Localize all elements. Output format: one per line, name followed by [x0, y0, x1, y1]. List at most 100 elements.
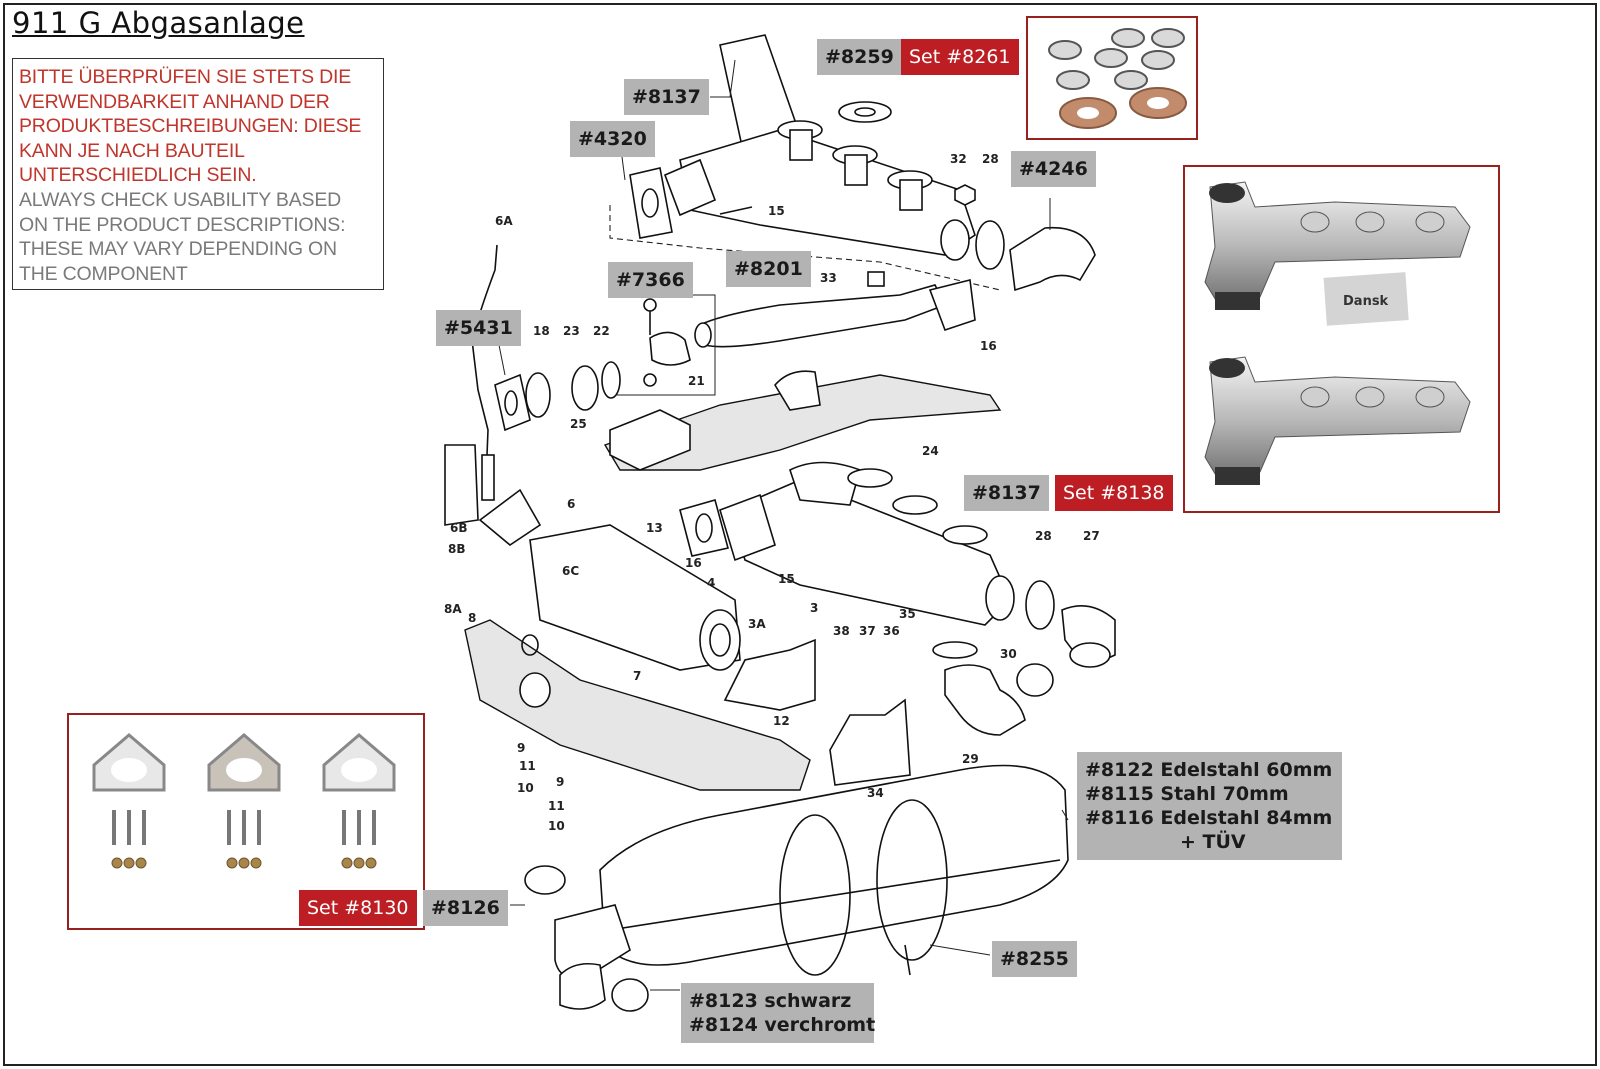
notice-en-line: THE COMPONENT [19, 262, 188, 285]
callout-set-8130[interactable]: Set #8130 [299, 890, 417, 926]
part-number: 38 [833, 624, 850, 638]
heat-exchanger-photos: Dansk [1204, 181, 1471, 485]
elbow-pipe-4246 [1009, 226, 1096, 292]
notice-de-line: UNTERSCHIEDLICH SEIN. [19, 164, 257, 187]
part-number: 16 [980, 339, 997, 353]
part-number: 9 [517, 741, 525, 755]
notice-en-line: THESE MAY VARY DEPENDING ON [19, 238, 337, 261]
part-number: 13 [646, 521, 663, 535]
callout-8137-mid[interactable]: #8137 [964, 475, 1049, 511]
part-number-labels: 6A 18 23 22 21 25 24 33 16 32 28 15 6 6C… [444, 152, 1100, 833]
notice-en-line: ON THE PRODUCT DESCRIPTIONS: [19, 213, 346, 236]
pre-silencer [529, 524, 741, 671]
part-number: 35 [899, 607, 916, 621]
part-number: 3 [810, 601, 818, 615]
callout-set-8138[interactable]: Set #8138 [1055, 475, 1173, 511]
clamp-28-lower [1025, 580, 1055, 630]
part-number: 8A [444, 602, 462, 616]
bracket-34 [829, 698, 911, 786]
lower-heat-shield-7 [464, 619, 811, 791]
muffler-option-line: #8116 Edelstahl 84mm [1085, 807, 1333, 829]
notice-en-line: ALWAYS CHECK USABILITY BASED [19, 188, 342, 211]
part-number: 6C [562, 564, 579, 578]
callout-8255[interactable]: #8255 [992, 941, 1077, 977]
part-number: 8 [468, 611, 476, 625]
callout-7366[interactable]: #7366 [608, 262, 693, 298]
gasket-8259 [838, 101, 892, 123]
notice-de-line: KANN JE NACH BAUTEIL [19, 139, 245, 162]
part-number: 29 [962, 752, 979, 766]
part-number: 6B [450, 521, 468, 535]
part-number: 15 [778, 572, 795, 586]
part-number: 33 [820, 271, 837, 285]
callout-muffler-options[interactable]: #8122 Edelstahl 60mm #8115 Stahl 70mm #8… [1077, 752, 1342, 860]
callout-5431[interactable]: #5431 [436, 310, 521, 346]
part-number: 30 [1000, 647, 1017, 661]
page-title: 911 G Abgasanlage [12, 6, 305, 40]
part-number: 18 [533, 324, 550, 338]
gasket-stack [494, 361, 621, 432]
callout-4320[interactable]: #4320 [570, 121, 655, 157]
part-number: 11 [519, 759, 536, 773]
muffler-strap-2 [876, 799, 948, 961]
crossover-pipe-8201 [699, 284, 947, 348]
part-number: 4 [707, 576, 715, 590]
brand-label: Dansk [1343, 294, 1389, 309]
part-number: 15 [768, 204, 785, 218]
part-number: 10 [517, 781, 534, 795]
clamp-28-top [975, 220, 1005, 270]
part-number: 6A [495, 214, 513, 228]
part-number: 23 [563, 324, 580, 338]
callout-8201[interactable]: #8201 [726, 251, 811, 287]
bracket-25 [609, 409, 691, 471]
heat-exchanger-photo-2 [1204, 356, 1471, 485]
callout-set-8261[interactable]: Set #8261 [901, 39, 1019, 75]
muffler-option-line: #8122 Edelstahl 60mm [1085, 759, 1333, 781]
callout-8126[interactable]: #8126 [423, 890, 508, 926]
gasket-set-illustration [1048, 28, 1187, 129]
tailpipe-option-line: #8123 schwarz [689, 990, 852, 1012]
part-number: 36 [883, 624, 900, 638]
tailpipe-option-line: #8124 verchromt [689, 1014, 876, 1036]
heat-exchanger-photo-1: Dansk [1204, 181, 1471, 326]
callout-8259[interactable]: #8259 [817, 39, 902, 75]
nut-32 [954, 184, 976, 206]
muffler-option-line: + TÜV [1180, 831, 1246, 853]
part-number: 21 [688, 374, 705, 388]
muffler-strap-1 [779, 814, 851, 976]
bolt-15-top [719, 206, 753, 215]
bracket-12 [723, 638, 816, 711]
part-number: 24 [922, 444, 939, 458]
part-number: 25 [570, 417, 587, 431]
heat-exchanger-set-8138-photo: Dansk [1183, 165, 1500, 513]
notice-de-line: BITTE ÜBERPRÜFEN SIE STETS DIE [19, 66, 352, 88]
part-number: 12 [773, 714, 790, 728]
heat-exchanger-lower [679, 461, 1015, 626]
callout-8137-top[interactable]: #8137 [624, 79, 709, 115]
part-number: 32 [950, 152, 967, 166]
callout-tailpipe-options[interactable]: #8123 schwarz #8124 verchromt [681, 983, 876, 1043]
part-number: 6 [567, 497, 575, 511]
muffler-option-line: #8115 Stahl 70mm [1085, 783, 1289, 805]
nut-33 [867, 271, 885, 287]
clamp-30 [932, 641, 978, 659]
part-number: 8B [448, 542, 466, 556]
flange-gasket-set-illustration [92, 733, 396, 869]
part-number: 28 [1035, 529, 1052, 543]
notice-de-line: PRODUKTBESCHREIBUNGEN: DIESE [19, 115, 362, 138]
part-number: 9 [556, 775, 564, 789]
part-number: 34 [867, 786, 884, 800]
part-number: 27 [1083, 529, 1100, 543]
notice-de-line: VERWENDBARKEIT ANHAND DER [19, 90, 330, 113]
part-number: 16 [685, 556, 702, 570]
callout-4246[interactable]: #4246 [1011, 151, 1096, 187]
part-number: 3A [748, 617, 766, 631]
part-number: 22 [593, 324, 610, 338]
gasket-set-8261-photo [1026, 16, 1198, 140]
sensor-housing-left [444, 444, 479, 526]
rear-muffler [524, 764, 1069, 1012]
part-number: 10 [548, 819, 565, 833]
part-number: 37 [859, 624, 876, 638]
part-number: 11 [548, 799, 565, 813]
